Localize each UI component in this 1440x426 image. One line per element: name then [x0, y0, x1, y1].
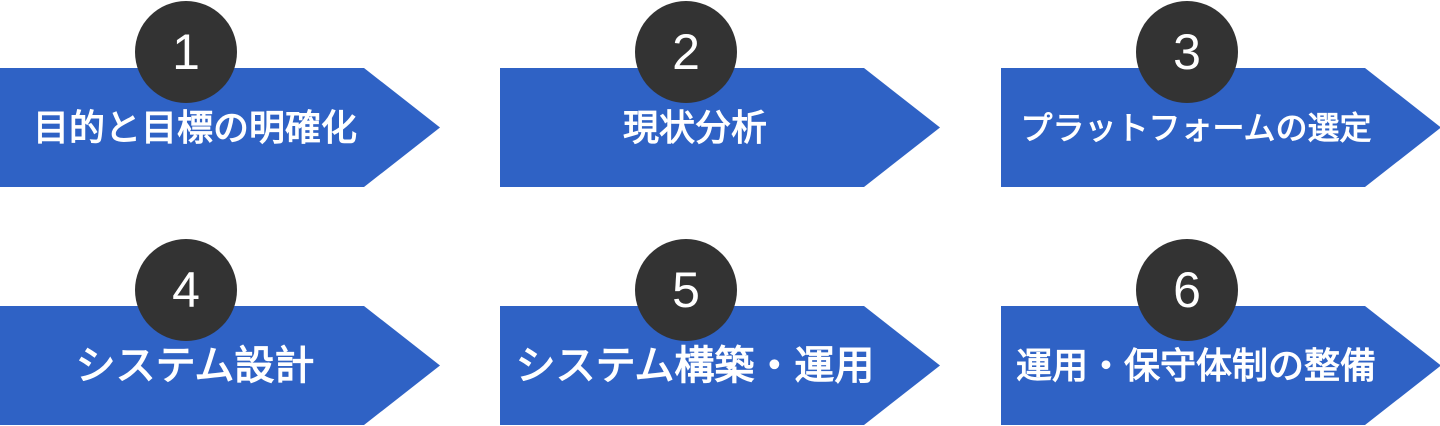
process-step-1: 目的と目標の明確化 1: [0, 1, 440, 187]
step-label-box: システム設計: [0, 306, 390, 425]
step-label: 現状分析: [622, 106, 767, 148]
step-label-box: システム構築・運用: [500, 306, 890, 425]
step-label: 運用・保守体制の整備: [1015, 344, 1376, 386]
step-label-box: プラットフォームの選定: [1001, 68, 1391, 187]
step-number-badge: 4: [135, 239, 237, 341]
step-label: プラットフォームの選定: [1020, 109, 1372, 146]
process-step-6: 運用・保守体制の整備 6: [1001, 239, 1440, 425]
process-step-2: 現状分析 2: [500, 1, 940, 187]
step-number: 1: [172, 24, 200, 80]
arrow-shape: 現状分析: [500, 68, 940, 187]
step-number-badge: 1: [135, 1, 237, 103]
step-label-box: 運用・保守体制の整備: [1001, 306, 1391, 425]
step-number-badge: 3: [1136, 1, 1238, 103]
step-label: 目的と目標の明確化: [32, 106, 357, 148]
step-label: システム構築・運用: [515, 343, 875, 388]
step-number: 2: [672, 24, 700, 80]
step-number-badge: 2: [635, 1, 737, 103]
step-label: システム設計: [75, 343, 315, 388]
step-number-badge: 6: [1136, 239, 1238, 341]
step-number: 5: [672, 262, 700, 318]
step-number: 6: [1173, 262, 1201, 318]
process-step-4: システム設計 4: [0, 239, 440, 425]
step-number: 4: [172, 262, 200, 318]
process-step-5: システム構築・運用 5: [500, 239, 940, 425]
step-label-box: 目的と目標の明確化: [0, 68, 390, 187]
process-step-3: プラットフォームの選定 3: [1001, 1, 1440, 187]
step-number: 3: [1173, 24, 1201, 80]
step-number-badge: 5: [635, 239, 737, 341]
step-label-box: 現状分析: [500, 68, 890, 187]
arrow-shape: システム設計: [0, 306, 440, 425]
